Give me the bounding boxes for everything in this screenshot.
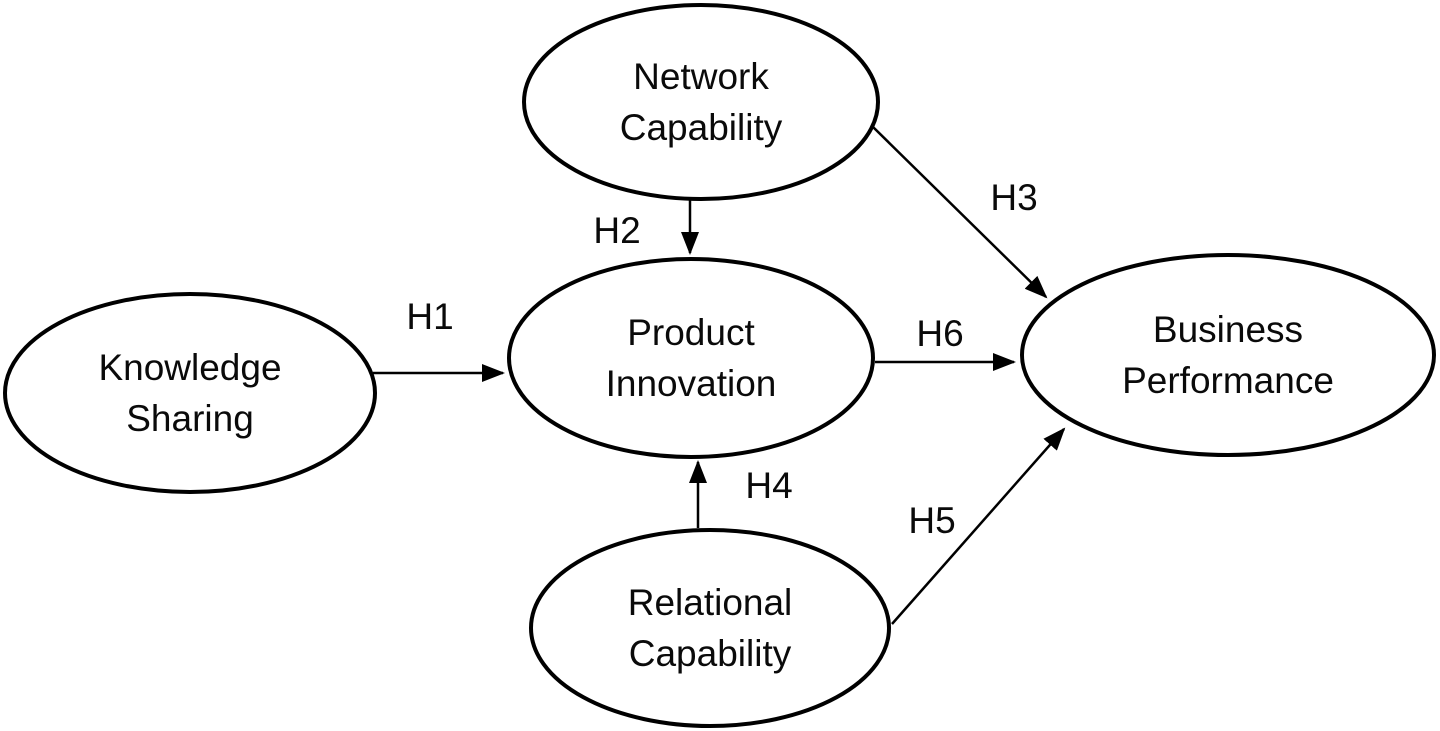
- node-label-line: Relational: [627, 582, 793, 623]
- node-label-line: Innovation: [605, 363, 777, 404]
- ellipse-product-innovation: [507, 257, 875, 459]
- node-label-line: Knowledge: [98, 347, 282, 388]
- edge-label-h4: H4: [745, 465, 793, 506]
- node-label-line: Sharing: [126, 398, 254, 439]
- ellipse-relational-capability: [529, 528, 891, 728]
- node-label-knowledge-sharing: Knowledge Sharing: [98, 342, 281, 444]
- ellipse-knowledge-sharing: [3, 292, 377, 494]
- ellipse-business-performance: [1020, 253, 1436, 457]
- node-label-relational-capability: Relational Capability: [628, 577, 793, 679]
- node-label-line: Performance: [1122, 360, 1334, 401]
- node-label-line: Product: [627, 312, 755, 353]
- edge-label-h5: H5: [908, 500, 956, 541]
- edge-label-h6: H6: [916, 313, 964, 354]
- edge-label-h2: H2: [593, 210, 641, 251]
- node-label-line: Capability: [628, 633, 792, 674]
- node-label-business-performance: Business Performance: [1122, 304, 1334, 406]
- ellipse-network-capability: [522, 3, 880, 201]
- node-label-network-capability: Network Capability: [620, 51, 782, 153]
- node-label-line: Network: [633, 56, 769, 97]
- edge-label-h1: H1: [406, 296, 454, 337]
- node-label-product-innovation: Product Innovation: [606, 307, 777, 409]
- arrow-h5: [891, 427, 1066, 625]
- node-label-line: Business: [1152, 309, 1304, 350]
- node-label-line: Capability: [619, 107, 783, 148]
- edge-label-h3: H3: [990, 177, 1038, 218]
- arrow-h3: [871, 125, 1048, 299]
